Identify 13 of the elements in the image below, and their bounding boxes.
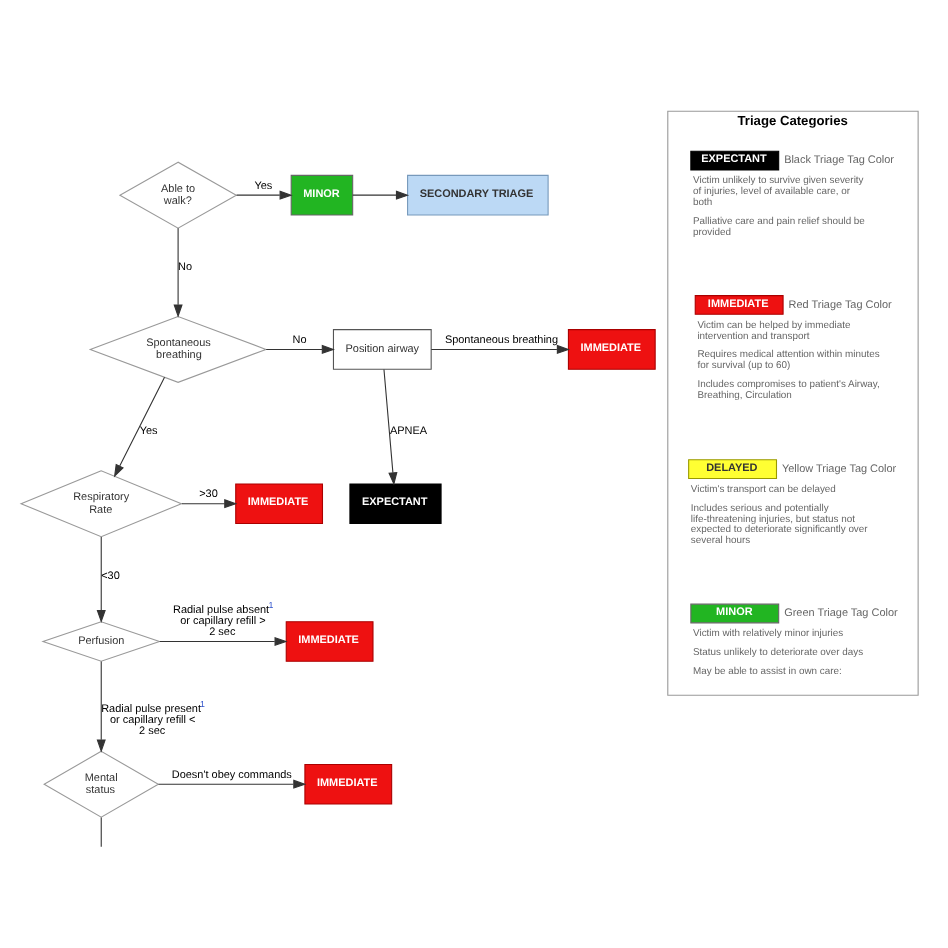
arrow [96, 660, 106, 752]
arrow [236, 189, 293, 199]
arrow [173, 226, 183, 317]
connector [100, 815, 102, 847]
arrow [181, 498, 238, 508]
arrow [96, 535, 106, 623]
arrow [158, 778, 307, 788]
arrow [265, 343, 335, 354]
arrow [430, 343, 570, 354]
arrow [352, 189, 410, 199]
arrow [113, 375, 166, 477]
arrow [383, 367, 398, 485]
arrow [159, 635, 288, 646]
